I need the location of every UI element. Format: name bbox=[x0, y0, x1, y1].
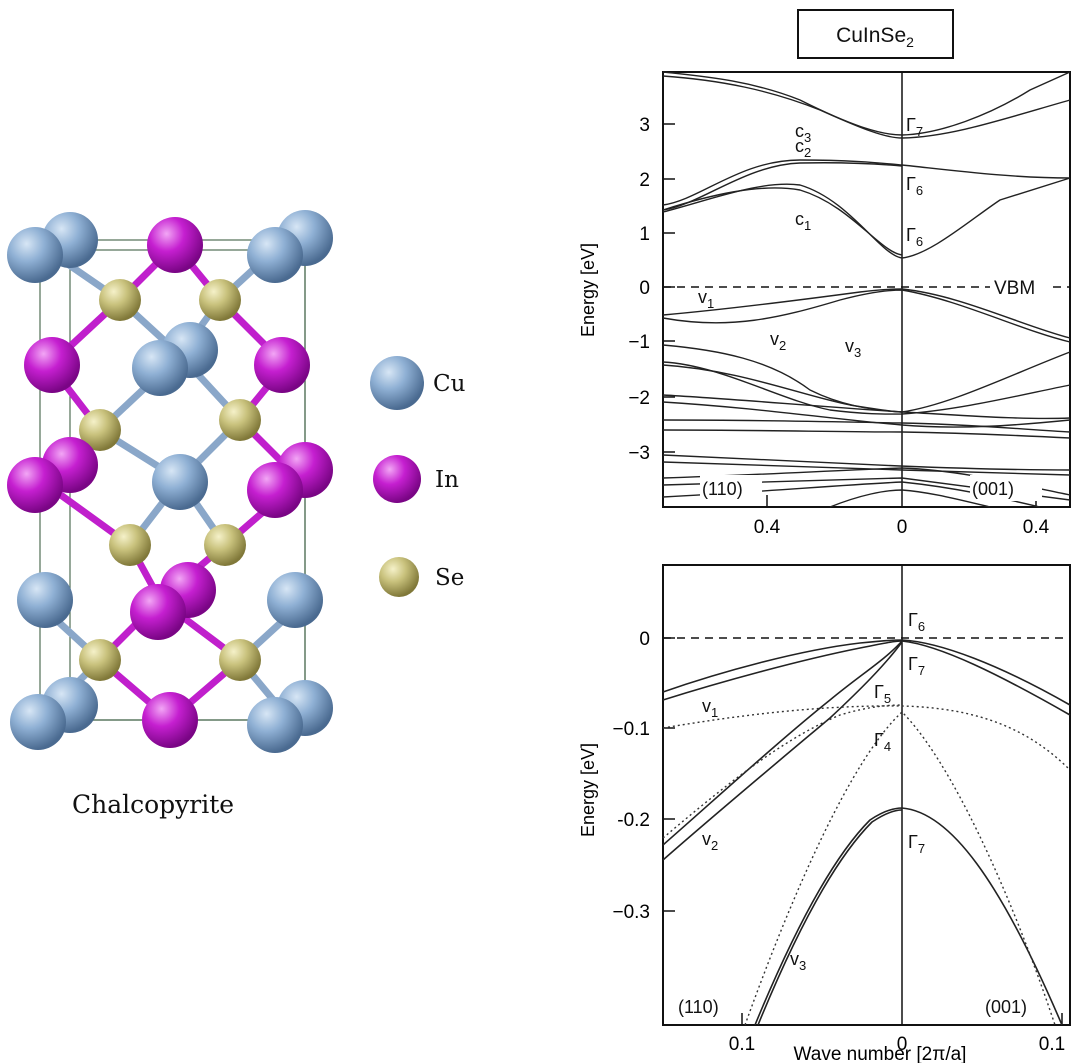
svg-text:v2: v2 bbox=[702, 829, 718, 853]
se-atom bbox=[109, 524, 151, 566]
atoms bbox=[7, 210, 333, 753]
svg-text:v3: v3 bbox=[790, 949, 806, 973]
structure-caption: Chalcopyrite bbox=[72, 790, 235, 819]
bottom-x-axis-label: Wave number [2π/a] bbox=[794, 1044, 967, 1063]
svg-text:c1: c1 bbox=[795, 209, 811, 233]
svg-text:Γ6: Γ6 bbox=[908, 610, 925, 634]
top-y-axis-label: Energy [eV] bbox=[578, 243, 598, 337]
bottom-band-plot: 0 −0.1 -0.2 −0.3 0.1 0 0.1 Energy [eV] W… bbox=[578, 564, 1071, 1063]
legend-cu-label: Cu bbox=[433, 371, 465, 397]
cu-atom bbox=[17, 572, 73, 628]
cu-atom bbox=[152, 454, 208, 510]
top-x-tick: 0.4 bbox=[1023, 517, 1050, 538]
in-atom bbox=[130, 584, 186, 640]
top-x-tick: 0 bbox=[897, 517, 908, 538]
top-y-tick: 0 bbox=[639, 278, 650, 299]
cu-atom bbox=[132, 340, 188, 396]
legend-se-label: Se bbox=[435, 565, 464, 591]
svg-text:Γ6: Γ6 bbox=[906, 174, 923, 198]
bottom-y-tick: −0.1 bbox=[612, 719, 650, 740]
vbm-label: VBM bbox=[994, 278, 1035, 299]
title-box bbox=[797, 9, 954, 59]
svg-text:v1: v1 bbox=[702, 696, 718, 720]
bottom-y-tick: −0.3 bbox=[612, 902, 650, 923]
svg-text:Γ7: Γ7 bbox=[908, 654, 925, 678]
cu-atom bbox=[10, 694, 66, 750]
se-atom bbox=[199, 279, 241, 321]
se-atom bbox=[219, 639, 261, 681]
cu-atom bbox=[247, 227, 303, 283]
bottom-x-tick: 0.1 bbox=[1039, 1034, 1065, 1055]
top-y-tick: 3 bbox=[639, 115, 650, 136]
legend-in-swatch bbox=[373, 455, 421, 503]
in-atom bbox=[254, 337, 310, 393]
top-y-tick: −3 bbox=[628, 443, 650, 464]
se-atom bbox=[99, 279, 141, 321]
svg-text:v2: v2 bbox=[770, 329, 786, 353]
se-atom bbox=[79, 639, 121, 681]
in-atom bbox=[24, 337, 80, 393]
bottom-direction-left: (110) bbox=[678, 997, 719, 1017]
legend-cu-swatch bbox=[370, 356, 424, 410]
dotted-curves bbox=[662, 704, 1071, 1026]
top-band-labels: c3 c2 c1 v1 v2 v3 Γ7 Γ6 Γ6 bbox=[698, 115, 923, 360]
cu-atom bbox=[7, 227, 63, 283]
bottom-x-tick: 0.1 bbox=[729, 1034, 755, 1055]
top-y-tick: −2 bbox=[628, 388, 650, 409]
bottom-y-tick: -0.2 bbox=[617, 810, 650, 831]
svg-text:c2: c2 bbox=[795, 136, 811, 160]
in-atom bbox=[7, 457, 63, 513]
svg-text:Γ7: Γ7 bbox=[906, 115, 923, 139]
svg-text:Γ5: Γ5 bbox=[874, 682, 891, 706]
top-y-tick: 2 bbox=[639, 170, 650, 191]
band-curves bbox=[662, 639, 1071, 1026]
bottom-x-tick: 0 bbox=[897, 1034, 908, 1055]
top-direction-right: (001) bbox=[972, 479, 1014, 499]
bottom-band-labels: v1 v2 v3 Γ6 Γ7 Γ5 Γ4 Γ7 bbox=[702, 610, 925, 973]
top-band-plot: 3 2 1 0 −1 −2 −3 0.4 0 0.4 Energy [eV] bbox=[578, 71, 1071, 538]
plot-title: CuInSe2 bbox=[836, 24, 914, 50]
se-atom bbox=[204, 524, 246, 566]
bottom-y-tick: 0 bbox=[639, 629, 650, 650]
in-atom bbox=[147, 217, 203, 273]
se-atom bbox=[79, 409, 121, 451]
top-y-tick: 1 bbox=[639, 224, 650, 245]
svg-text:v3: v3 bbox=[845, 336, 861, 360]
bottom-direction-right: (001) bbox=[985, 997, 1027, 1017]
svg-text:c3: c3 bbox=[795, 121, 811, 145]
svg-text:v1: v1 bbox=[698, 287, 714, 311]
top-direction-left: (110) bbox=[702, 479, 743, 499]
se-atom bbox=[219, 399, 261, 441]
svg-text:Γ4: Γ4 bbox=[874, 730, 891, 754]
svg-text:Γ7: Γ7 bbox=[908, 832, 925, 856]
cu-atom bbox=[267, 572, 323, 628]
legend-se-swatch bbox=[379, 557, 419, 597]
in-atom bbox=[247, 462, 303, 518]
element-legend: Cu In Se bbox=[370, 356, 465, 597]
cu-atom bbox=[247, 697, 303, 753]
bottom-y-axis-label: Energy [eV] bbox=[578, 743, 598, 837]
legend-in-label: In bbox=[435, 467, 459, 493]
chalcopyrite-crystal-structure bbox=[7, 210, 333, 753]
top-y-tick: −1 bbox=[628, 332, 650, 353]
svg-text:Γ6: Γ6 bbox=[906, 225, 923, 249]
in-atom bbox=[142, 692, 198, 748]
top-x-tick: 0.4 bbox=[754, 517, 781, 538]
